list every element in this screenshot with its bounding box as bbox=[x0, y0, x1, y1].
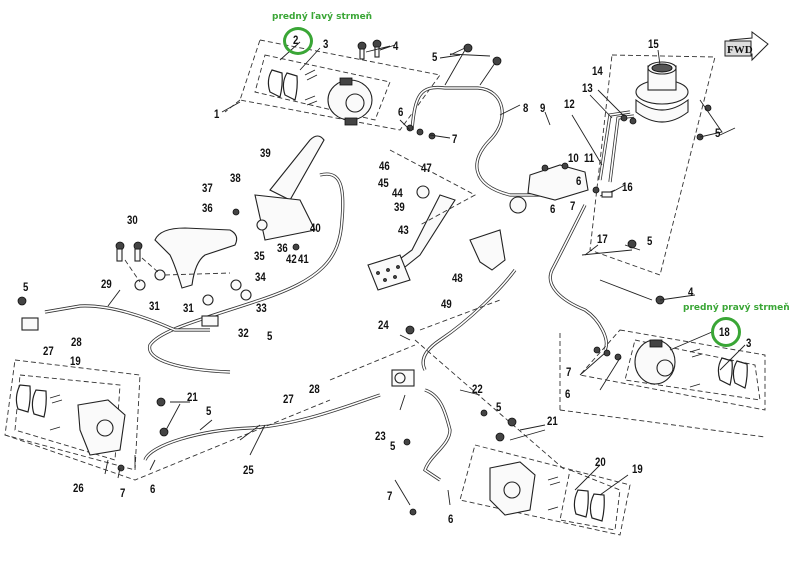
annotation-front-right-caliper: predný pravý strmeň bbox=[683, 303, 790, 313]
callout-7e: 7 bbox=[387, 489, 393, 503]
callout-13: 13 bbox=[582, 81, 593, 95]
callout-5e: 5 bbox=[267, 329, 273, 343]
leader-lines bbox=[104, 41, 746, 506]
callout-14: 14 bbox=[592, 64, 603, 78]
callout-4b: 4 bbox=[688, 285, 694, 299]
callout-46: 46 bbox=[379, 159, 390, 173]
callout-12: 12 bbox=[564, 97, 575, 111]
callout-34: 34 bbox=[255, 270, 266, 284]
callout-5b: 5 bbox=[715, 126, 721, 140]
fwd-text: FWD bbox=[727, 44, 753, 56]
callout-27b: 27 bbox=[283, 392, 294, 406]
highlight-ring-part-18 bbox=[711, 317, 741, 347]
brake-pedal-43 bbox=[367, 149, 476, 291]
callout-44: 44 bbox=[392, 186, 403, 200]
callout-31a: 31 bbox=[149, 299, 160, 313]
highlight-ring-part-2 bbox=[283, 27, 313, 55]
callout-6e: 6 bbox=[150, 482, 156, 496]
callout-24: 24 bbox=[378, 318, 389, 332]
callout-33: 33 bbox=[256, 301, 267, 315]
callout-8: 8 bbox=[523, 101, 529, 115]
callout-20: 20 bbox=[595, 455, 606, 469]
callout-5g: 5 bbox=[496, 400, 502, 414]
callout-48: 48 bbox=[452, 271, 463, 285]
callout-15: 15 bbox=[648, 37, 659, 51]
callout-41: 41 bbox=[298, 252, 309, 266]
callout-1: 1 bbox=[214, 107, 220, 121]
front-right-caliper-group bbox=[559, 329, 766, 438]
callout-11: 11 bbox=[584, 151, 595, 165]
callout-36b: 36 bbox=[277, 241, 288, 255]
callout-25: 25 bbox=[243, 463, 254, 477]
callout-7: 7 bbox=[452, 132, 458, 146]
callout-7c: 7 bbox=[566, 365, 572, 379]
rear-brake-lines bbox=[143, 299, 566, 516]
callout-28b: 28 bbox=[309, 382, 320, 396]
callout-19: 19 bbox=[70, 354, 81, 368]
bolts-4 bbox=[357, 39, 391, 60]
callout-5: 5 bbox=[432, 50, 438, 64]
callout-23: 23 bbox=[375, 429, 386, 443]
callout-3b: 3 bbox=[746, 336, 752, 350]
callout-9: 9 bbox=[540, 101, 546, 115]
brake-hose-8 bbox=[406, 43, 540, 197]
callout-5c: 5 bbox=[647, 234, 653, 248]
callout-10: 10 bbox=[568, 151, 579, 165]
bracket-48 bbox=[421, 229, 517, 371]
callout-7b: 7 bbox=[570, 199, 576, 213]
callout-39b: 39 bbox=[394, 200, 405, 214]
callout-47: 47 bbox=[421, 161, 432, 175]
callout-38: 38 bbox=[230, 171, 241, 185]
callout-35: 35 bbox=[254, 249, 265, 263]
callout-31b: 31 bbox=[183, 301, 194, 315]
callout-36a: 36 bbox=[202, 201, 213, 215]
callout-4: 4 bbox=[393, 39, 399, 53]
rear-left-caliper-group bbox=[4, 359, 331, 481]
callout-26: 26 bbox=[73, 481, 84, 495]
callout-6f: 6 bbox=[448, 512, 454, 526]
brake-lines-12-14 bbox=[598, 110, 637, 183]
callout-5d: 5 bbox=[23, 280, 29, 294]
callout-42: 42 bbox=[286, 252, 297, 266]
callout-22: 22 bbox=[472, 382, 483, 396]
rear-right-caliper-group bbox=[459, 417, 631, 536]
master-cylinder-10 bbox=[509, 162, 616, 214]
callout-29: 29 bbox=[101, 277, 112, 291]
brake-hose-17 bbox=[548, 204, 665, 351]
callout-7d: 7 bbox=[120, 486, 126, 500]
bracket-34 bbox=[115, 227, 252, 306]
callout-43: 43 bbox=[398, 223, 409, 237]
callout-3: 3 bbox=[323, 37, 329, 51]
callout-21b: 21 bbox=[547, 414, 558, 428]
callout-5f: 5 bbox=[206, 404, 212, 418]
callout-2: 2 bbox=[293, 33, 299, 47]
parking-brake-lever bbox=[148, 135, 345, 374]
callout-6b: 6 bbox=[576, 174, 582, 188]
callout-49: 49 bbox=[441, 297, 452, 311]
callout-6c: 6 bbox=[550, 202, 556, 216]
callout-40: 40 bbox=[310, 221, 321, 235]
front-left-caliper-group bbox=[224, 39, 441, 131]
fwd-direction-badge: FWD bbox=[722, 30, 772, 71]
callout-6: 6 bbox=[398, 105, 404, 119]
callout-18: 18 bbox=[719, 325, 730, 339]
callout-30: 30 bbox=[127, 213, 138, 227]
callout-37: 37 bbox=[202, 181, 213, 195]
callout-16: 16 bbox=[622, 180, 633, 194]
annotation-front-left-caliper: predný ľavý strmeň bbox=[272, 12, 373, 22]
callout-17: 17 bbox=[597, 232, 608, 246]
cable-29 bbox=[17, 289, 219, 332]
reservoir-15 bbox=[589, 54, 723, 276]
callout-21: 21 bbox=[187, 390, 198, 404]
callout-5h: 5 bbox=[390, 439, 396, 453]
callout-32: 32 bbox=[238, 326, 249, 340]
callout-39a: 39 bbox=[260, 146, 271, 160]
callout-19b: 19 bbox=[632, 462, 643, 476]
callout-45: 45 bbox=[378, 176, 389, 190]
callout-27a: 27 bbox=[43, 344, 54, 358]
callout-28a: 28 bbox=[71, 335, 82, 349]
callout-6d: 6 bbox=[565, 387, 571, 401]
